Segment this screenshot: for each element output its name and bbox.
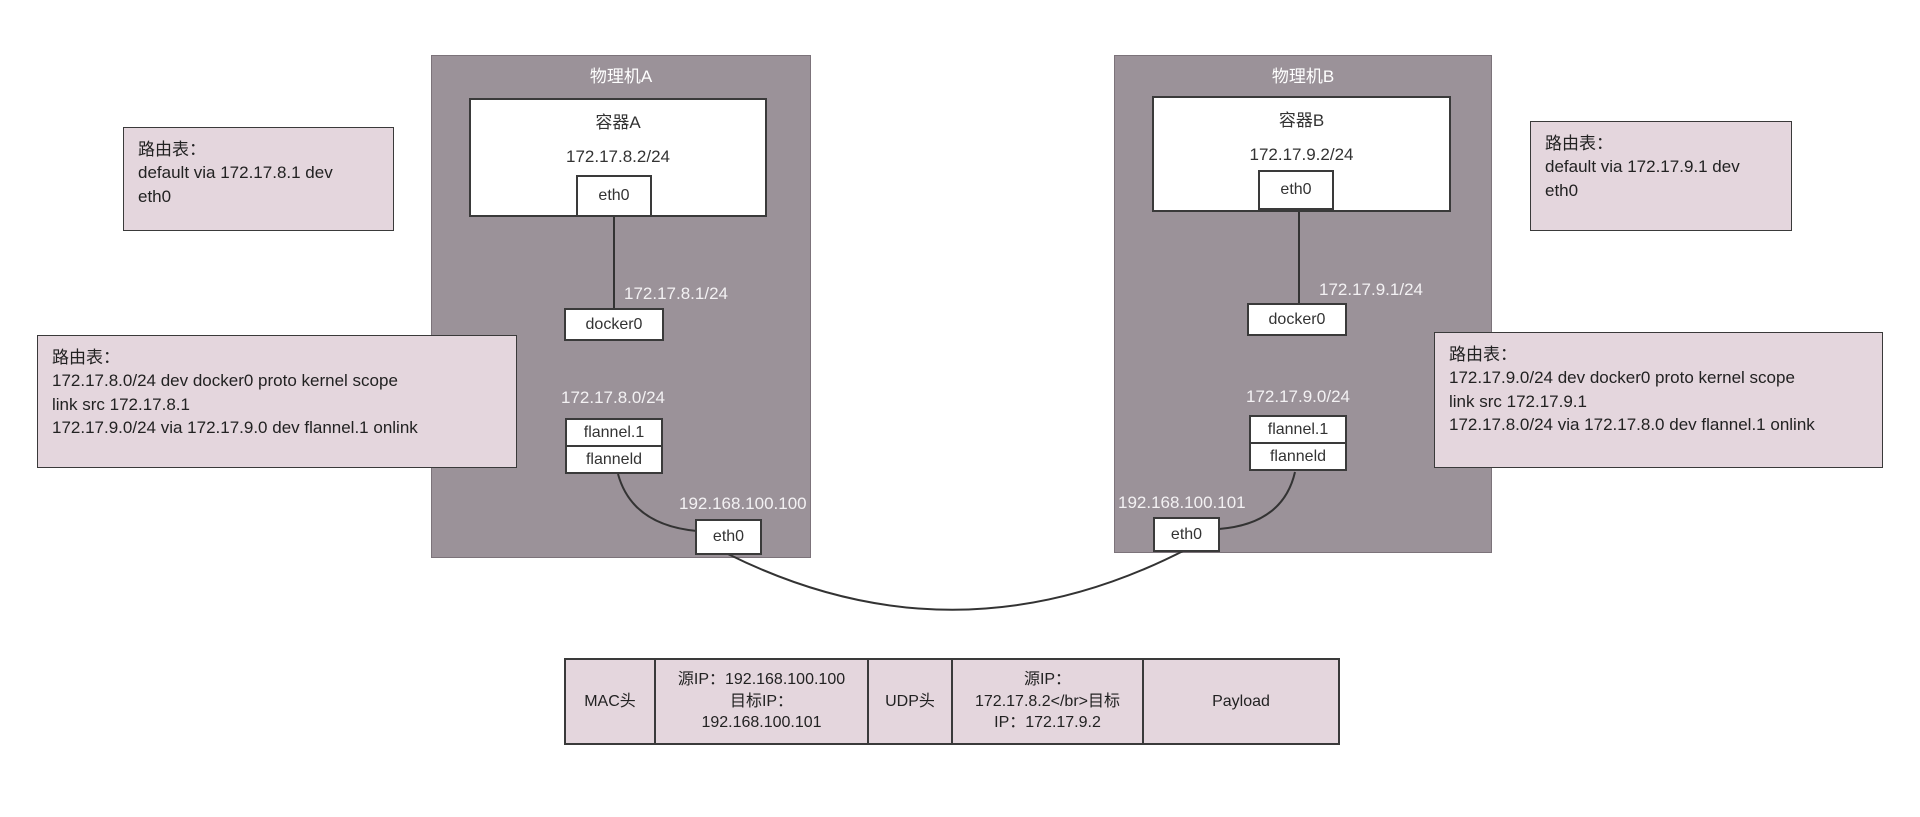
- container-b-ip: 172.17.9.2/24: [1249, 145, 1354, 164]
- flannel-stack-b: flannel.1 flanneld: [1249, 415, 1347, 471]
- link-flanneld-to-eth0-a: [617, 473, 698, 532]
- docker0-a: docker0: [564, 308, 664, 341]
- container-a-eth0: eth0: [576, 175, 652, 217]
- packet-cell-udp-header: UDP头: [867, 658, 953, 745]
- flannel-stack-a: flannel.1 flanneld: [565, 418, 663, 474]
- packet-cell-payload: Payload: [1142, 658, 1340, 745]
- packet-cell-mac-header: MAC头: [564, 658, 656, 745]
- docker0-b: docker0: [1247, 303, 1347, 336]
- route-table-host-b: 路由表： 172.17.9.0/24 dev docker0 proto ker…: [1434, 332, 1883, 468]
- container-b-eth0: eth0: [1258, 170, 1334, 210]
- docker0-b-ip-label: 172.17.9.1/24: [1319, 280, 1423, 299]
- flannel-subnet-b-label: 172.17.9.0/24: [1246, 387, 1350, 406]
- machine-b-title: 物理机B: [1271, 67, 1335, 86]
- container-a-ip: 172.17.8.2/24: [566, 147, 670, 166]
- flannel1-b: flannel.1: [1249, 415, 1347, 444]
- container-a-title: 容器A: [595, 113, 641, 132]
- host-b-ip-label: 192.168.100.101: [1118, 493, 1246, 512]
- route-table-container-a: 路由表： default via 172.17.8.1 dev eth0: [123, 127, 394, 231]
- route-table-host-a: 路由表： 172.17.8.0/24 dev docker0 proto ker…: [37, 335, 517, 468]
- flannel-subnet-a-label: 172.17.8.0/24: [561, 388, 665, 407]
- flanneld-a: flanneld: [565, 445, 663, 474]
- machine-a-title: 物理机A: [589, 67, 653, 86]
- packet-table: MAC头 源IP：192.168.100.100 目标IP： 192.168.1…: [564, 658, 1340, 745]
- host-a-ip-label: 192.168.100.100: [679, 494, 807, 513]
- packet-cell-outer-ip: 源IP：192.168.100.100 目标IP： 192.168.100.10…: [654, 658, 869, 745]
- flannel1-a: flannel.1: [565, 418, 663, 447]
- route-table-container-b: 路由表： default via 172.17.9.1 dev eth0: [1530, 121, 1792, 231]
- flanneld-b: flanneld: [1249, 442, 1347, 471]
- link-flanneld-to-eth0-b: [1218, 471, 1296, 530]
- docker0-a-ip-label: 172.17.8.1/24: [624, 284, 728, 303]
- container-b-title: 容器B: [1278, 111, 1325, 130]
- host-a-eth0: eth0: [695, 519, 762, 555]
- host-b-eth0: eth0: [1153, 517, 1220, 552]
- packet-cell-inner-ip: 源IP： 172.17.8.2</br>目标 IP：172.17.9.2: [951, 658, 1144, 745]
- link-host-a-to-host-b: [727, 548, 1188, 611]
